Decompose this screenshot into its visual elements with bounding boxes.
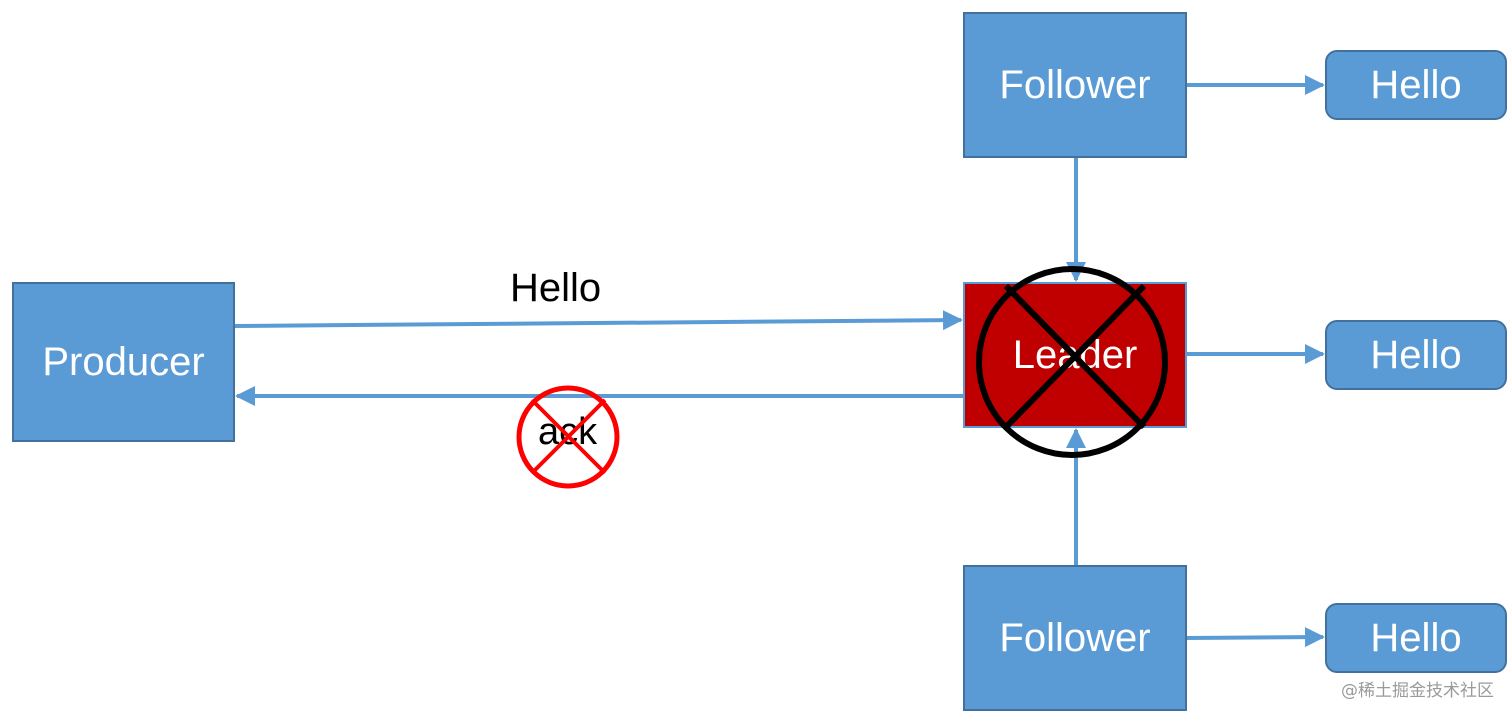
hello-node-top: Hello	[1325, 50, 1507, 120]
watermark: @稀土掘金技术社区	[1341, 681, 1494, 701]
arrow-producer-to-leader	[234, 310, 963, 331]
follower-node-top: Follower	[963, 12, 1187, 158]
follower-node-bottom: Follower	[963, 565, 1187, 711]
message-label: Hello	[510, 266, 602, 310]
hello-node-bottom: Hello	[1325, 603, 1507, 673]
ack-label: ack	[538, 411, 598, 453]
leader-node: Leader	[963, 282, 1187, 428]
hello-node-mid: Hello	[1325, 320, 1507, 390]
producer-node: Producer	[12, 282, 235, 442]
arrow-follower-bottom-to-hello	[1186, 627, 1325, 648]
